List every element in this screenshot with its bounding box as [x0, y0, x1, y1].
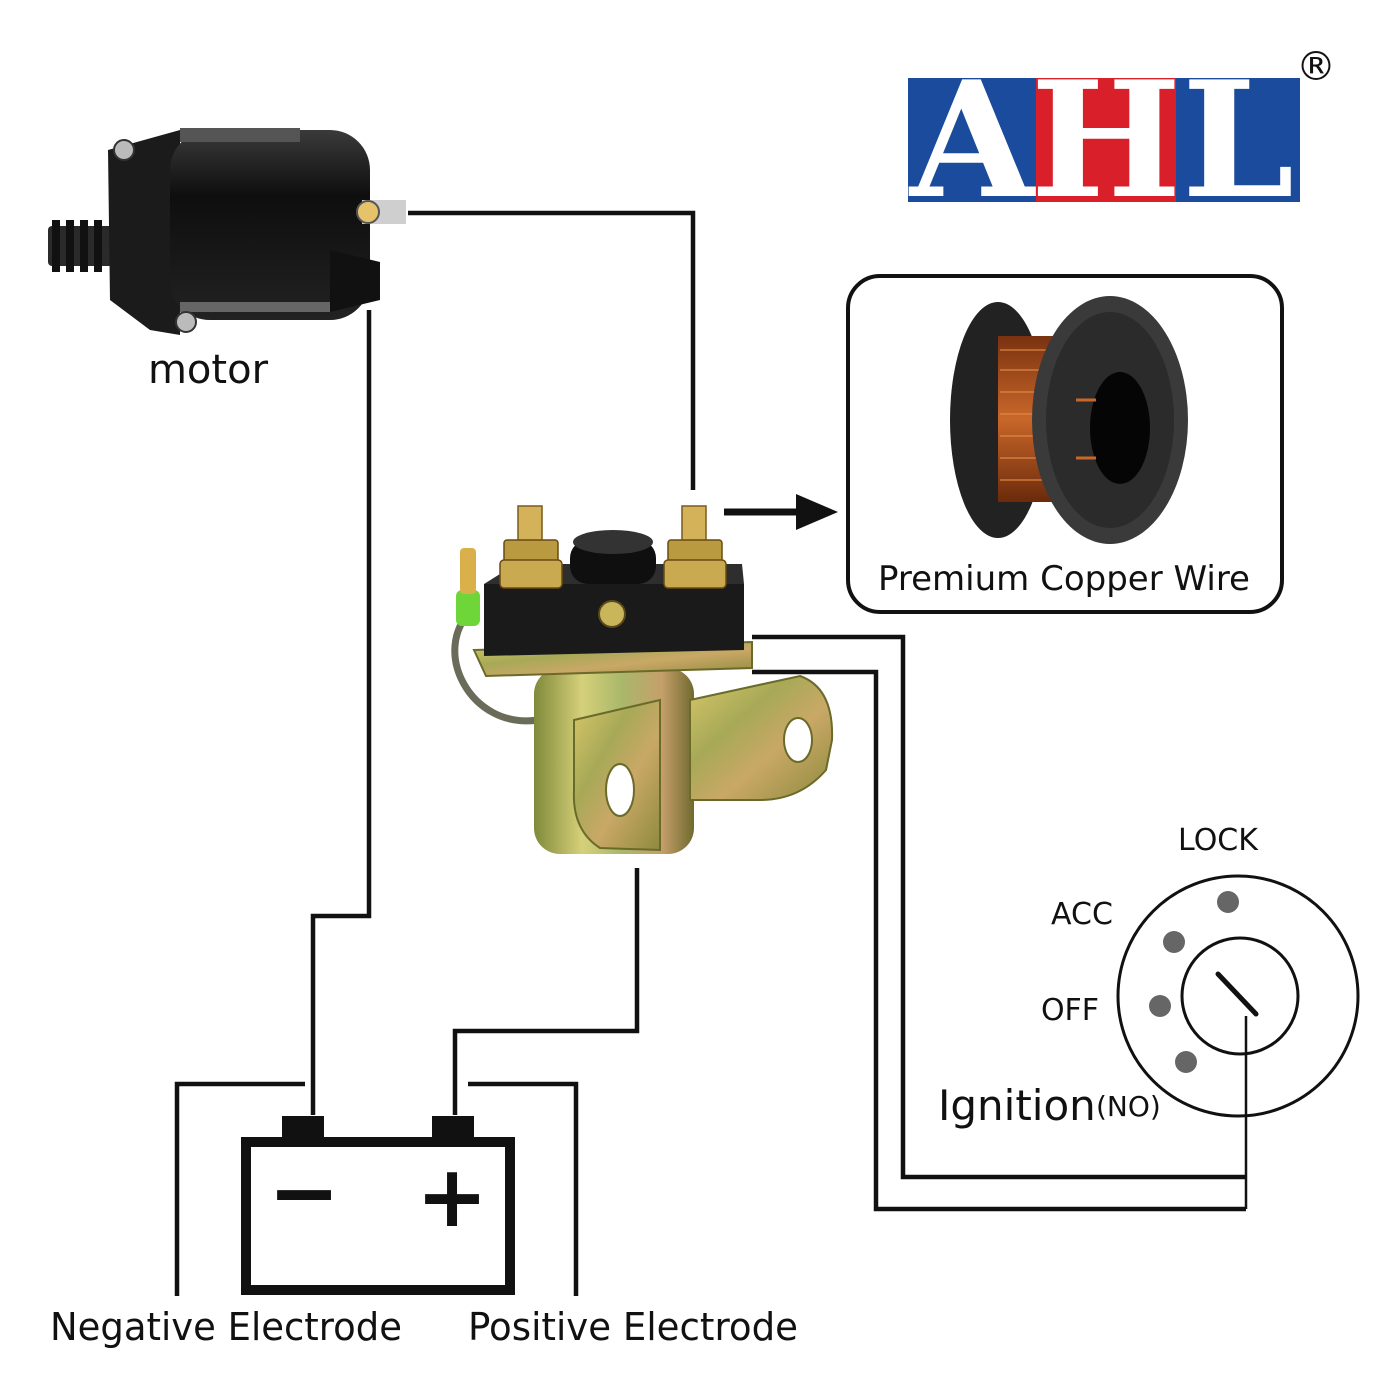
ignition-dot-lock	[1217, 891, 1239, 913]
brand-logo: A H L ®	[908, 44, 1336, 234]
logo-letter-l: L	[1182, 46, 1295, 234]
starter-motor-icon	[48, 128, 406, 335]
ignition-switch-icon	[1116, 874, 1360, 1118]
ignition-position-acc: ACC	[1051, 897, 1113, 932]
copper-wire-label: Premium Copper Wire	[878, 559, 1250, 599]
motor-label: motor	[148, 347, 269, 393]
battery-icon	[241, 1116, 515, 1295]
ignition-dot-on	[1175, 1051, 1197, 1073]
wire-solenoid-to-ignition-outer	[752, 634, 1246, 1180]
wire-motor-to-solenoid	[408, 210, 696, 490]
ignition-dot-acc	[1163, 931, 1185, 953]
wires	[174, 210, 1248, 1296]
ignition-note: (NO)	[1096, 1090, 1161, 1123]
wire-solenoid-to-ignition-inner	[752, 669, 1246, 1212]
wire-positive-lead	[468, 1081, 579, 1296]
ignition-label: Ignition	[938, 1081, 1096, 1130]
battery-negative-symbol: −	[268, 1143, 340, 1243]
starter-solenoid-icon	[451, 505, 834, 854]
arrow-to-copper-wire	[724, 494, 838, 530]
ignition-position-off: OFF	[1041, 993, 1099, 1028]
wire-motor-to-battery-negative	[310, 310, 372, 1115]
ignition-inner-ring	[1180, 936, 1300, 1056]
ignition-position-lock: LOCK	[1178, 823, 1259, 858]
wire-negative-lead	[174, 1081, 305, 1296]
wire-solenoid-to-battery-positive	[452, 868, 640, 1115]
ignition-outer-ring	[1116, 874, 1360, 1118]
logo-letter-a: A	[908, 46, 1036, 234]
negative-electrode-label: Negative Electrode	[50, 1305, 402, 1349]
logo-letter-h: H	[1030, 46, 1181, 234]
copper-wire-callout	[846, 274, 1284, 614]
ignition-dot-off	[1149, 995, 1171, 1017]
battery-body	[241, 1137, 515, 1295]
positive-electrode-label: Positive Electrode	[468, 1305, 798, 1349]
registered-mark: ®	[1296, 44, 1336, 90]
battery-positive-symbol: +	[416, 1147, 488, 1247]
ignition-key	[1215, 971, 1259, 1017]
